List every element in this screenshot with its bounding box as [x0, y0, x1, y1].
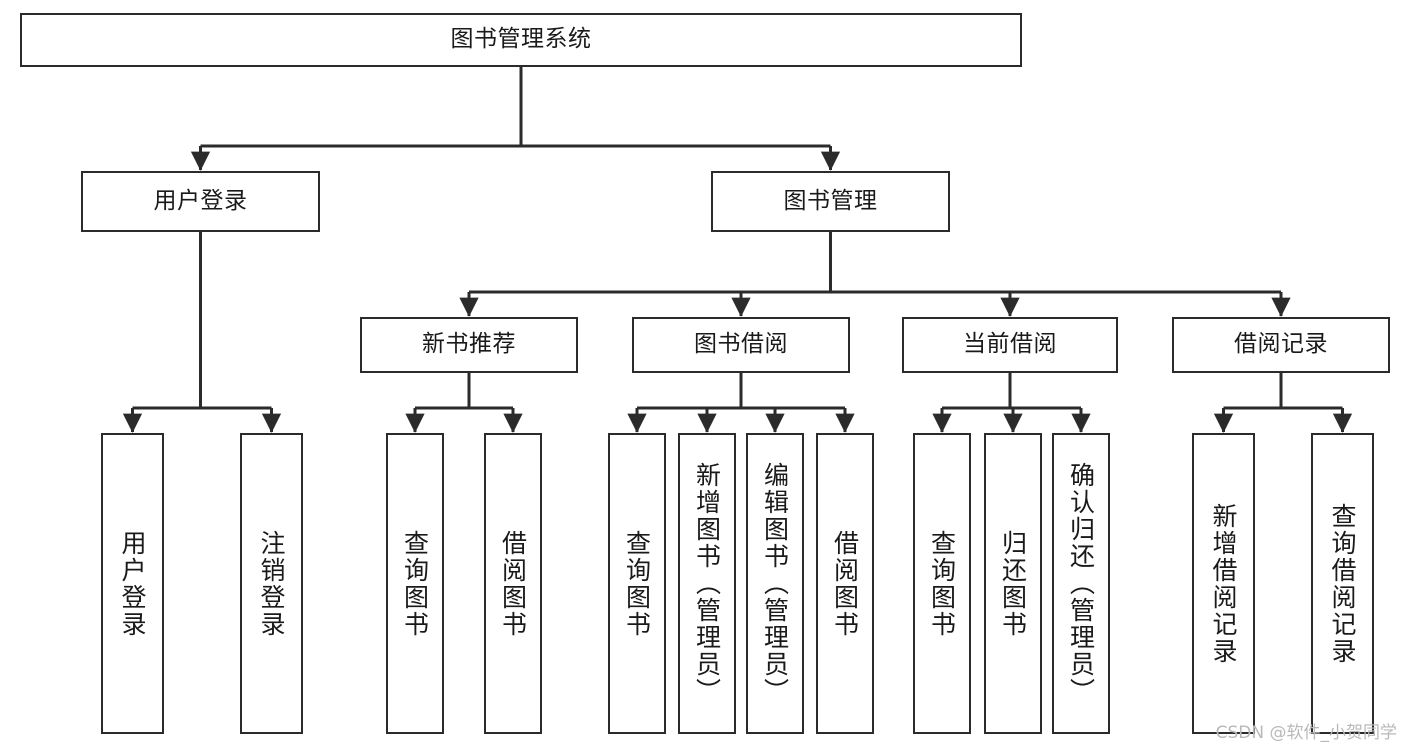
node-leaf13[interactable]: 查询借阅记录: [1311, 433, 1374, 734]
node-label: 图书管理系统: [450, 26, 592, 53]
node-l2b[interactable]: 图书借阅: [632, 317, 850, 373]
node-label: 用户登录: [153, 187, 248, 214]
watermark-text: CSDN @软件_小贺同学: [1215, 723, 1397, 743]
node-l2d[interactable]: 借阅记录: [1172, 317, 1390, 373]
node-l1b[interactable]: 图书管理: [711, 171, 950, 232]
node-leaf4[interactable]: 借阅图书: [484, 433, 542, 734]
node-leaf3[interactable]: 查询图书: [386, 433, 444, 734]
node-root[interactable]: 图书管理系统: [20, 13, 1022, 67]
node-leaf6[interactable]: 新增图书（管理员）: [678, 433, 736, 734]
node-label: 新书推荐: [422, 331, 516, 358]
node-l1a[interactable]: 用户登录: [81, 171, 320, 232]
node-label: 归还图书: [998, 529, 1028, 638]
node-l2a[interactable]: 新书推荐: [360, 317, 578, 373]
node-l2c[interactable]: 当前借阅: [902, 317, 1118, 373]
node-label: 借阅图书: [830, 529, 860, 638]
node-label: 编辑图书（管理员）: [760, 462, 790, 705]
node-label: 查询图书: [927, 529, 957, 638]
node-leaf7[interactable]: 编辑图书（管理员）: [746, 433, 804, 734]
node-label: 图书管理: [783, 187, 878, 214]
node-leaf12[interactable]: 新增借阅记录: [1192, 433, 1255, 734]
node-leaf5[interactable]: 查询图书: [608, 433, 666, 734]
node-label: 新增借阅记录: [1209, 502, 1238, 665]
node-label: 借阅记录: [1234, 331, 1328, 358]
node-leaf10[interactable]: 归还图书: [984, 433, 1042, 734]
node-label: 查询借阅记录: [1328, 502, 1357, 665]
node-label: 图书借阅: [694, 331, 788, 358]
node-label: 新增图书（管理员）: [692, 462, 722, 705]
node-leaf9[interactable]: 查询图书: [913, 433, 971, 734]
node-label: 当前借阅: [963, 331, 1057, 358]
node-label: 查询图书: [400, 529, 430, 638]
node-label: 用户登录: [118, 529, 147, 638]
node-leaf1[interactable]: 用户登录: [101, 433, 164, 734]
node-label: 查询图书: [622, 529, 652, 638]
node-label: 注销登录: [257, 529, 286, 638]
node-leaf11[interactable]: 确认归还（管理员）: [1052, 433, 1110, 734]
node-label: 借阅图书: [498, 529, 528, 638]
node-leaf2[interactable]: 注销登录: [240, 433, 303, 734]
node-leaf8[interactable]: 借阅图书: [816, 433, 874, 734]
node-label: 确认归还（管理员）: [1066, 462, 1096, 705]
